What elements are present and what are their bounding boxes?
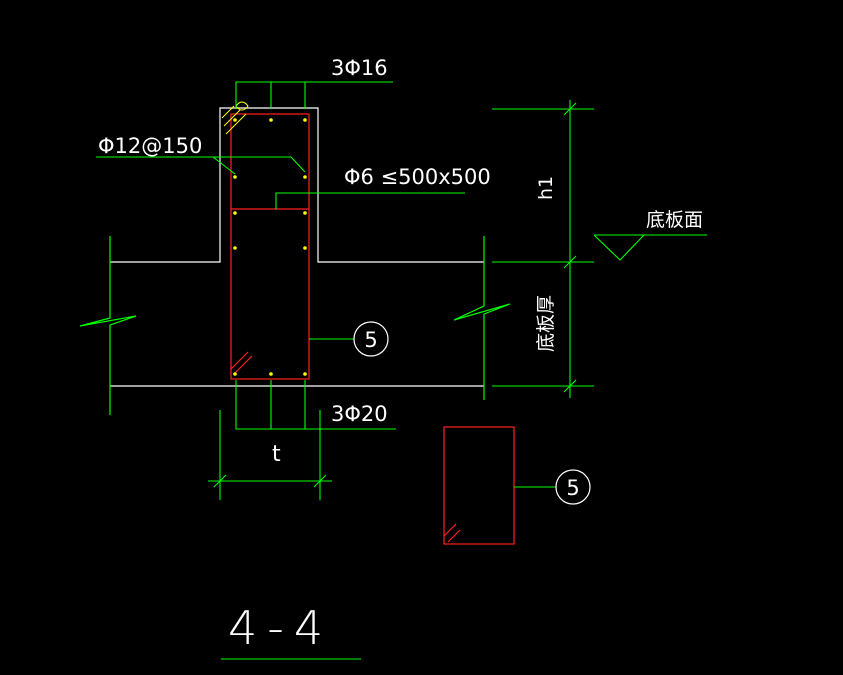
callouts: [353, 321, 591, 505]
rebar-dot: [303, 118, 307, 122]
rebar-dot: [233, 372, 237, 376]
labels: 3Φ16 Φ12@150 Φ6 ≤500x500 3Φ20 t h1 底板面 底…: [98, 56, 703, 655]
detail-callout-number-1: 5: [364, 328, 377, 352]
detail-stirrup: [443, 426, 515, 545]
hook-bottom-2: [234, 355, 253, 374]
rebar-dot: [233, 246, 237, 250]
dimension-lines: [96, 81, 707, 660]
bottom-bars-label: 3Φ20: [331, 402, 388, 426]
side-bars-leader: [96, 156, 306, 173]
break-lines: [79, 236, 511, 415]
rebar-dot: [269, 372, 273, 376]
slab-top-label: 底板面: [646, 209, 703, 231]
rebar-dot: [303, 211, 307, 215]
rebar-cage: [230, 113, 515, 545]
right-break-line: [453, 236, 511, 400]
top-bars-leader: [235, 81, 393, 109]
rebar-dot: [303, 372, 307, 376]
slab-thickness-label: 底板厚: [535, 295, 557, 352]
rebar-dot: [303, 246, 307, 250]
corner-hatch: [221, 101, 249, 135]
left-break-line: [79, 236, 137, 415]
concrete-outline: [110, 107, 484, 387]
side-bars-label: Φ12@150: [98, 134, 202, 158]
stirrup-label: Φ6 ≤500x500: [344, 165, 491, 189]
rebar-dot: [303, 175, 307, 179]
rebar-dots: [233, 118, 307, 376]
top-bars-label: 3Φ16: [331, 56, 388, 80]
width-dim-label: t: [272, 442, 281, 467]
bottom-bars-leader: [235, 380, 396, 430]
rebar-dot: [233, 118, 237, 122]
stirrup-outer: [230, 113, 310, 380]
beam-outline: [110, 107, 484, 263]
hook-bottom-1: [230, 351, 249, 370]
stirrup-leader: [275, 192, 465, 209]
detail-callout-circle-1: [353, 321, 389, 357]
detail-hook-1: [443, 523, 457, 537]
detail-hook-2: [447, 529, 461, 543]
rebar-dot: [233, 211, 237, 215]
detail-callout-number-2: 5: [566, 476, 579, 500]
rebar-dot: [233, 175, 237, 179]
section-title: 4-4: [228, 601, 333, 655]
detail-callout-circle-2: [555, 469, 591, 505]
rebar-dot: [269, 118, 273, 122]
slab-top-symbol: [593, 234, 646, 261]
height-dim-label: h1: [535, 176, 557, 200]
